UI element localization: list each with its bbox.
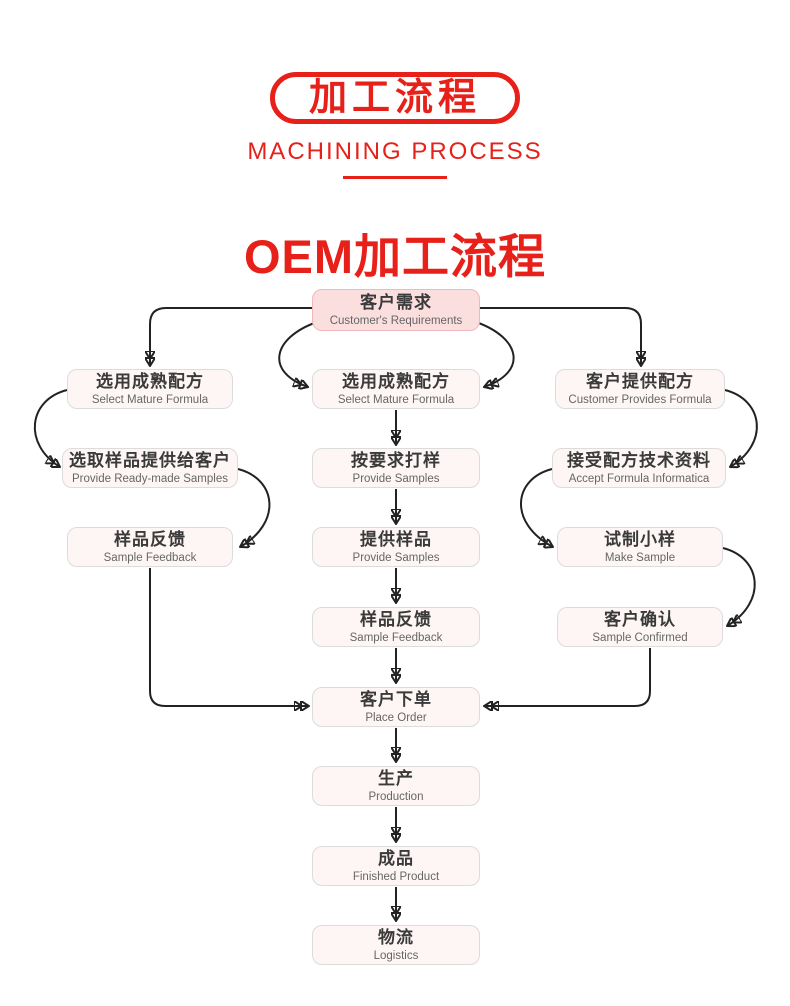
node-label-zh: 选取样品提供给客户: [69, 450, 231, 470]
node-label-en: Accept Formula Informatica: [568, 472, 710, 485]
flow-node-logistics: 物流 Logistics: [312, 925, 480, 965]
node-label-zh: 选用成熟配方: [96, 371, 204, 391]
flow-node-sample-feedback-mid: 样品反馈 Sample Feedback: [312, 607, 480, 647]
flow-node-accept-formula-information: 接受配方技术资料 Accept Formula Informatica: [552, 448, 726, 488]
node-label-zh: 按要求打样: [351, 450, 441, 470]
arrow-requirements-to-right: [480, 307, 641, 366]
node-label-en: Finished Product: [352, 870, 440, 883]
node-label-en: Provide Samples: [352, 551, 440, 564]
node-label-en: Select Mature Formula: [337, 393, 455, 406]
oem-section-title: OEM加工流程: [243, 230, 547, 283]
flow-node-sample-on-request: 按要求打样 Provide Samples: [312, 448, 480, 488]
arrow-readymade-to-feedback: [237, 468, 271, 547]
arrow-confirmed-to-order: [484, 648, 651, 706]
node-label-zh: 客户下单: [360, 689, 432, 709]
node-label-en: Select Mature Formula: [91, 393, 209, 406]
node-label-zh: 样品反馈: [360, 609, 432, 629]
arrow-requirements-to-left: [150, 307, 312, 366]
arrow-accept-to-makesample: [520, 468, 553, 547]
flow-node-provide-samples: 提供样品 Provide Samples: [312, 527, 480, 567]
node-label-zh: 客户需求: [360, 292, 432, 312]
flow-node-customer-provides-formula: 客户提供配方 Customer Provides Formula: [555, 369, 725, 409]
node-label-en: Logistics: [373, 949, 419, 962]
flow-node-sample-feedback-left: 样品反馈 Sample Feedback: [67, 527, 233, 567]
node-label-zh: 试制小样: [604, 529, 676, 549]
node-label-zh: 客户提供配方: [586, 371, 694, 391]
flow-node-place-order: 客户下单 Place Order: [312, 687, 480, 727]
node-label-en: Customer Provides Formula: [568, 393, 712, 406]
node-label-zh: 客户确认: [604, 609, 676, 629]
node-label-zh: 物流: [378, 927, 414, 947]
badge-title: 加工流程: [308, 77, 482, 119]
node-label-zh: 成品: [378, 848, 414, 868]
flow-node-finished-product: 成品 Finished Product: [312, 846, 480, 886]
arrow-feedback-left-to-order: [149, 568, 309, 706]
node-label-en: Production: [368, 790, 424, 803]
flow-node-select-mature-formula-left: 选用成熟配方 Select Mature Formula: [67, 369, 233, 409]
title-underline: [343, 176, 447, 179]
node-label-en: Make Sample: [604, 551, 676, 564]
flow-node-make-sample: 试制小样 Make Sample: [557, 527, 723, 567]
node-label-en: Provide Samples: [352, 472, 440, 485]
flow-node-provide-ready-made-samples: 选取样品提供给客户 Provide Ready-made Samples: [62, 448, 238, 488]
node-label-zh: 接受配方技术资料: [567, 450, 711, 470]
node-label-zh: 选用成熟配方: [342, 371, 450, 391]
flow-node-production: 生产 Production: [312, 766, 480, 806]
node-label-en: Customer's Requirements: [329, 314, 463, 327]
flow-node-sample-confirmed: 客户确认 Sample Confirmed: [557, 607, 723, 647]
arrow-provides-to-accept: [724, 389, 758, 467]
node-label-zh: 提供样品: [360, 529, 432, 549]
machining-process-subtitle: MACHINING PROCESS: [247, 138, 543, 165]
arrow-requirements-to-mid-right: [475, 321, 515, 387]
node-label-en: Sample Confirmed: [592, 631, 688, 644]
node-label-en: Provide Ready-made Samples: [72, 472, 228, 485]
node-label-en: Sample Feedback: [349, 631, 443, 644]
node-label-en: Sample Feedback: [103, 551, 197, 564]
flow-node-customer-requirements: 客户需求 Customer's Requirements: [312, 289, 480, 331]
node-label-en: Place Order: [365, 711, 427, 724]
node-label-zh: 生产: [378, 768, 414, 788]
arrow-makesample-to-confirmed: [722, 547, 756, 626]
flow-node-select-mature-formula-mid: 选用成熟配方 Select Mature Formula: [312, 369, 480, 409]
machining-process-badge: 加工流程: [269, 72, 521, 124]
node-label-zh: 样品反馈: [114, 529, 186, 549]
